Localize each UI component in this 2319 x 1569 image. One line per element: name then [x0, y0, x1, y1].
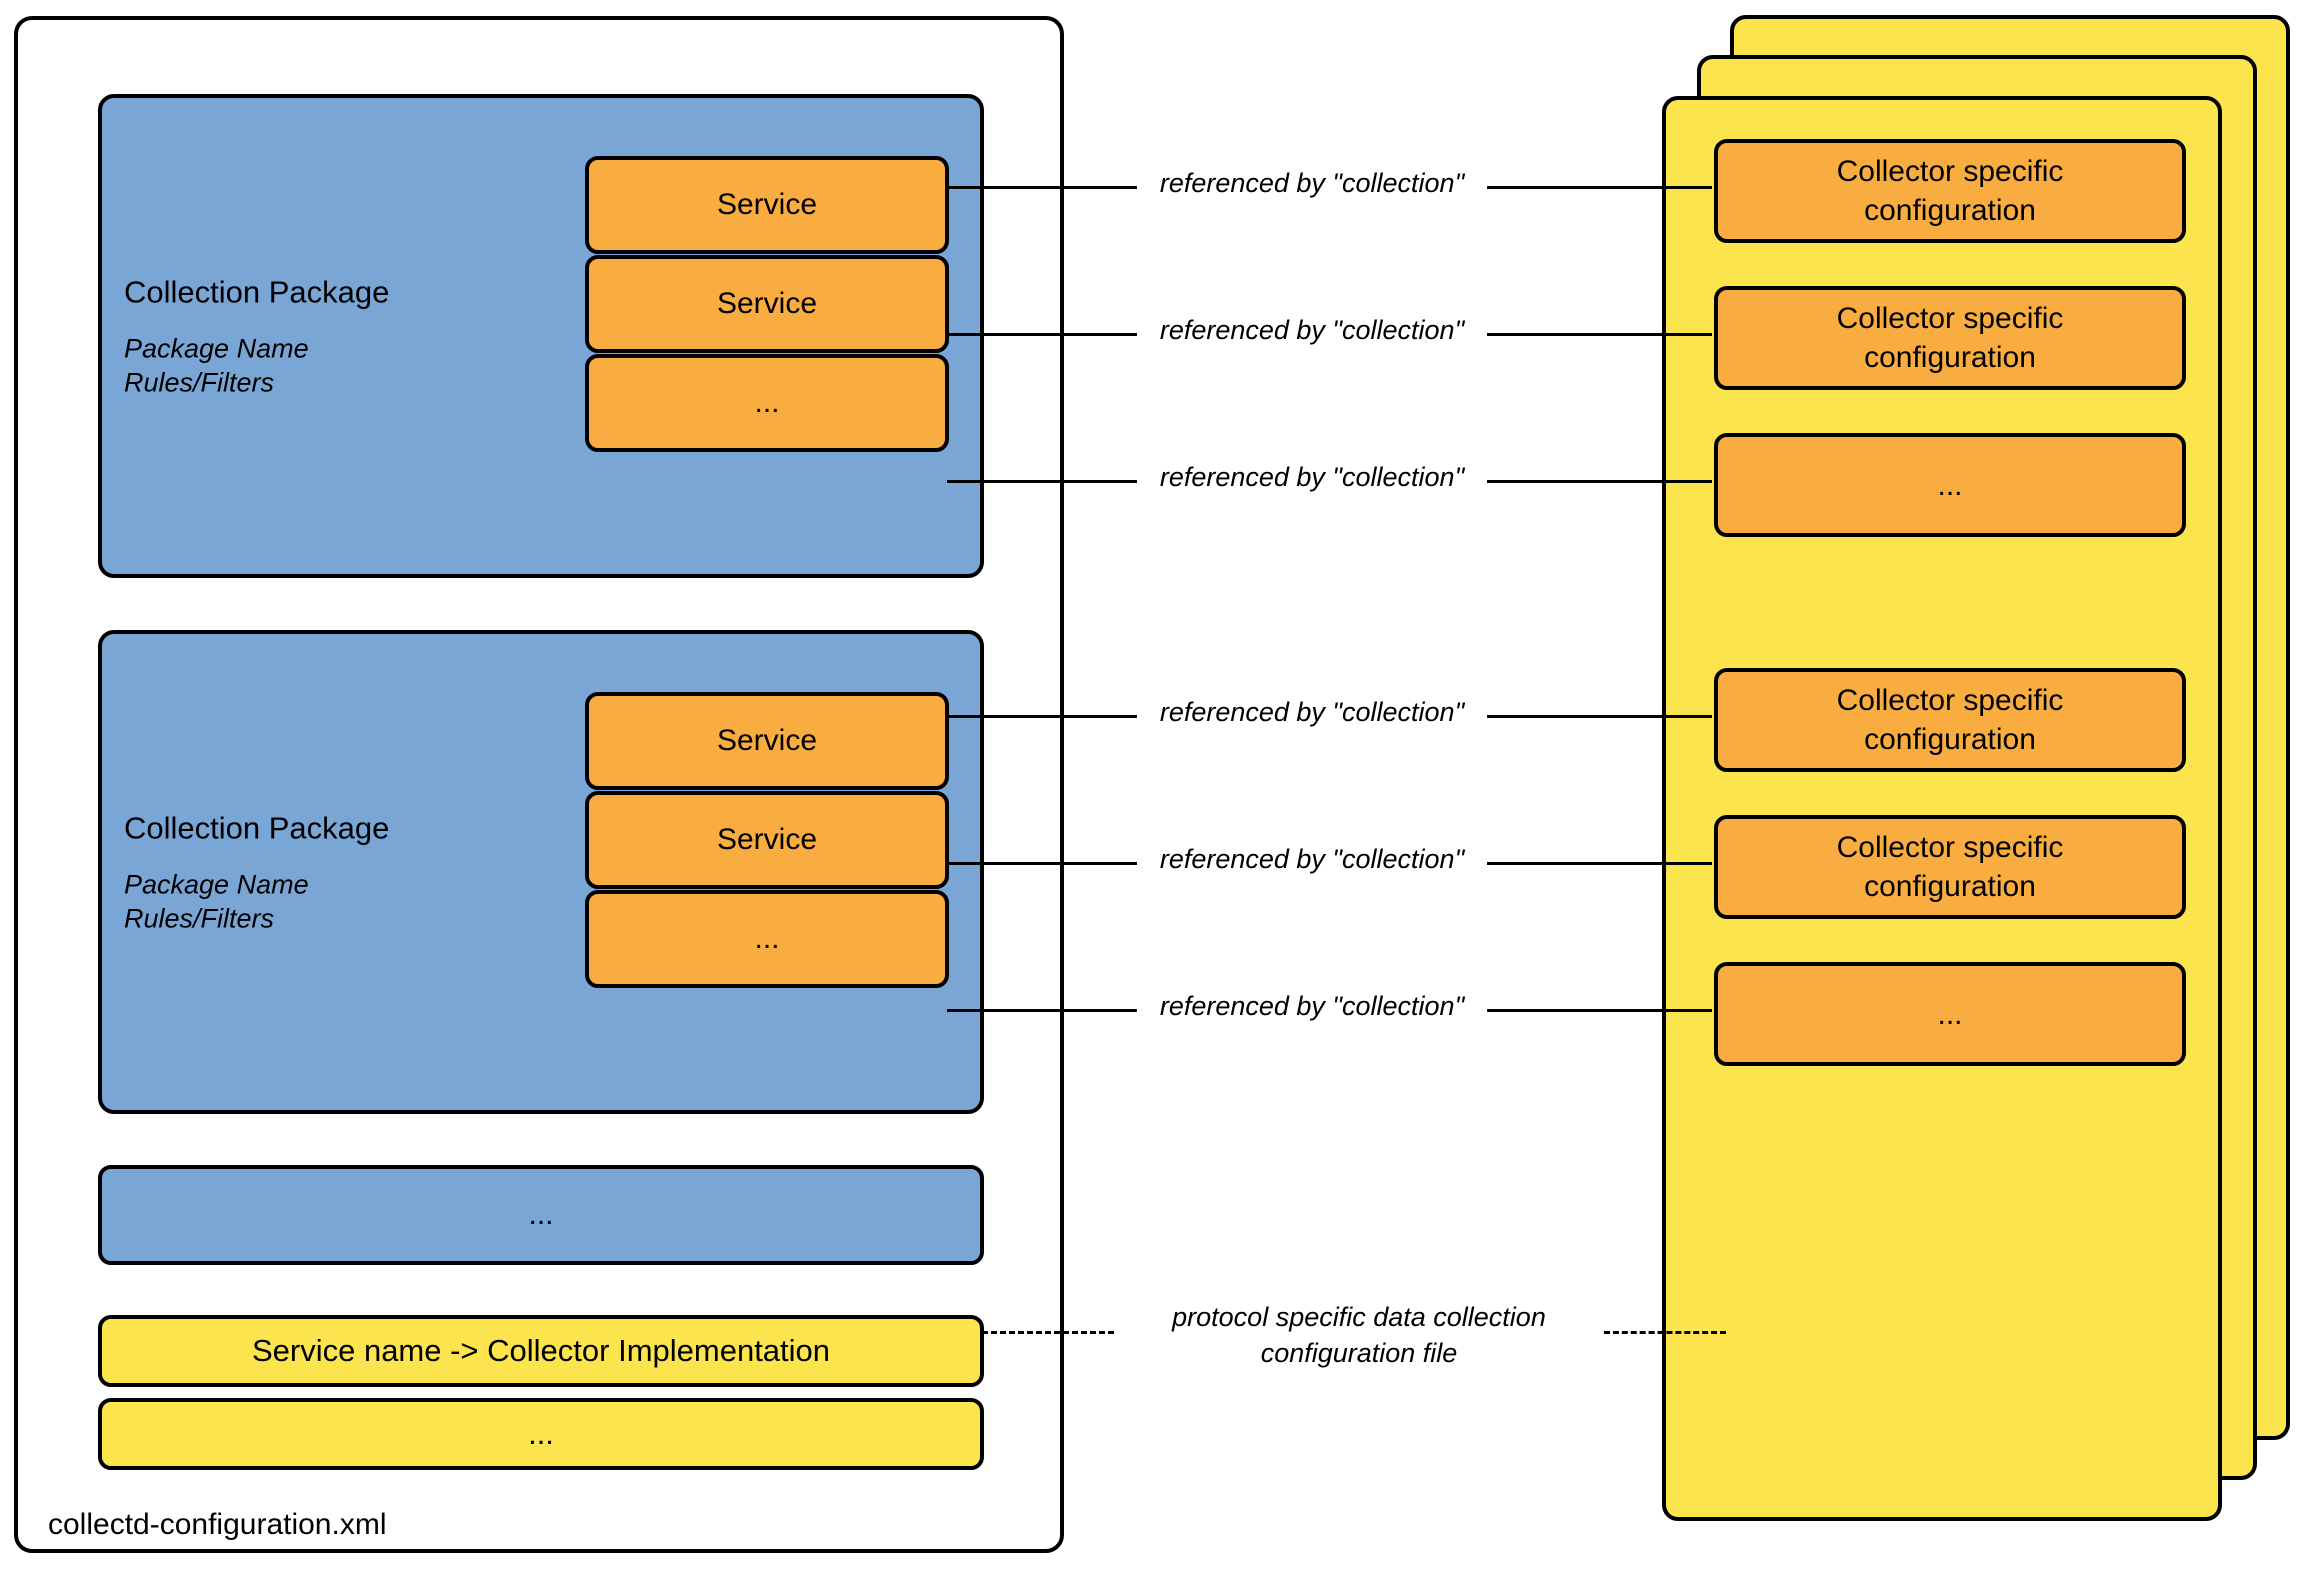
connector-label: referenced by "collection"	[1159, 315, 1465, 345]
package-subtitle-line2: Rules/Filters	[124, 903, 275, 934]
connector-line-right	[1487, 480, 1712, 483]
connector-line-left	[947, 1009, 1137, 1012]
service-collector-mapping-label: ...	[528, 1416, 554, 1451]
collection-package-more[interactable]: ...	[98, 1165, 984, 1265]
dashed-note-line2: configuration file	[1260, 1337, 1458, 1368]
package-subtitle-line2: Rules/Filters	[124, 367, 275, 398]
collection-package-2[interactable]: Collection Package Package Name Rules/Fi…	[98, 630, 984, 1114]
connector-line-right	[1487, 333, 1712, 336]
collection-package-more-label: ...	[528, 1198, 554, 1231]
dashed-connector-note: protocol specific data collection config…	[1114, 1300, 1604, 1371]
connector-line-right	[1487, 715, 1712, 718]
collector-config-item[interactable]: Collector specific configuration	[1714, 139, 2186, 243]
collection-package-1-title: Collection Package Package Name Rules/Fi…	[124, 272, 389, 401]
dashed-connector-right	[1604, 1331, 1726, 1334]
connector-label: referenced by "collection"	[1159, 991, 1465, 1021]
connector-label: referenced by "collection"	[1159, 168, 1465, 198]
connector-line-left	[947, 480, 1137, 483]
service-label: Service	[716, 188, 818, 221]
collector-config-item-label: Collector specific configuration	[1836, 302, 2064, 374]
connector-line-left	[947, 333, 1137, 336]
service-box[interactable]: Service	[585, 791, 949, 889]
dashed-note-line1: protocol specific data collection	[1172, 1302, 1546, 1332]
connector-label: referenced by "collection"	[1159, 462, 1465, 492]
collector-config-item[interactable]: Collector specific configuration	[1714, 815, 2186, 919]
collector-config-panel-front: Collector specific configuration Collect…	[1662, 96, 2222, 1521]
service-box[interactable]: Service	[585, 692, 949, 790]
package-subtitle-line1: Package Name	[124, 869, 309, 900]
collectd-configuration-file: Collection Package Package Name Rules/Fi…	[14, 16, 1064, 1553]
connector-line-left	[947, 862, 1137, 865]
collector-config-item-label: Collector specific configuration	[1836, 684, 2064, 756]
dashed-connector-left	[982, 1331, 1114, 1334]
service-label: ...	[754, 386, 780, 419]
connector-line-left	[947, 715, 1137, 718]
package-title-text: Collection Package	[124, 274, 390, 310]
package-title-text: Collection Package	[124, 810, 390, 846]
service-label: ...	[754, 922, 780, 955]
service-collector-mapping-label: Service name -> Collector Implementation	[251, 1333, 831, 1368]
service-label: Service	[716, 823, 818, 856]
collector-config-item-label: Collector specific configuration	[1836, 155, 2064, 227]
collection-package-2-title: Collection Package Package Name Rules/Fi…	[124, 808, 389, 937]
service-collector-mapping[interactable]: Service name -> Collector Implementation	[98, 1315, 984, 1387]
service-box-ellipsis[interactable]: ...	[585, 890, 949, 988]
connector-label: referenced by "collection"	[1159, 697, 1465, 727]
service-box-ellipsis[interactable]: ...	[585, 354, 949, 452]
connector-line-right	[1487, 862, 1712, 865]
connector-label: referenced by "collection"	[1159, 844, 1465, 874]
collector-config-item-label: ...	[1937, 468, 1963, 502]
connector-line-right	[1487, 1009, 1712, 1012]
collector-config-item[interactable]: Collector specific configuration	[1714, 668, 2186, 772]
collector-config-item-label: Collector specific configuration	[1836, 831, 2064, 903]
service-label: Service	[716, 724, 818, 757]
service-collector-mapping-more[interactable]: ...	[98, 1398, 984, 1470]
collector-config-item-ellipsis[interactable]: ...	[1714, 962, 2186, 1066]
file-name-label: collectd-configuration.xml	[48, 1508, 387, 1541]
collector-config-item[interactable]: Collector specific configuration	[1714, 286, 2186, 390]
connector-line-right	[1487, 186, 1712, 189]
package-subtitle-line1: Package Name	[124, 333, 309, 364]
service-box[interactable]: Service	[585, 156, 949, 254]
connector-line-left	[947, 186, 1137, 189]
service-box[interactable]: Service	[585, 255, 949, 353]
collector-config-item-ellipsis[interactable]: ...	[1714, 433, 2186, 537]
collection-package-1[interactable]: Collection Package Package Name Rules/Fi…	[98, 94, 984, 578]
collector-config-item-label: ...	[1937, 997, 1963, 1031]
service-label: Service	[716, 287, 818, 320]
